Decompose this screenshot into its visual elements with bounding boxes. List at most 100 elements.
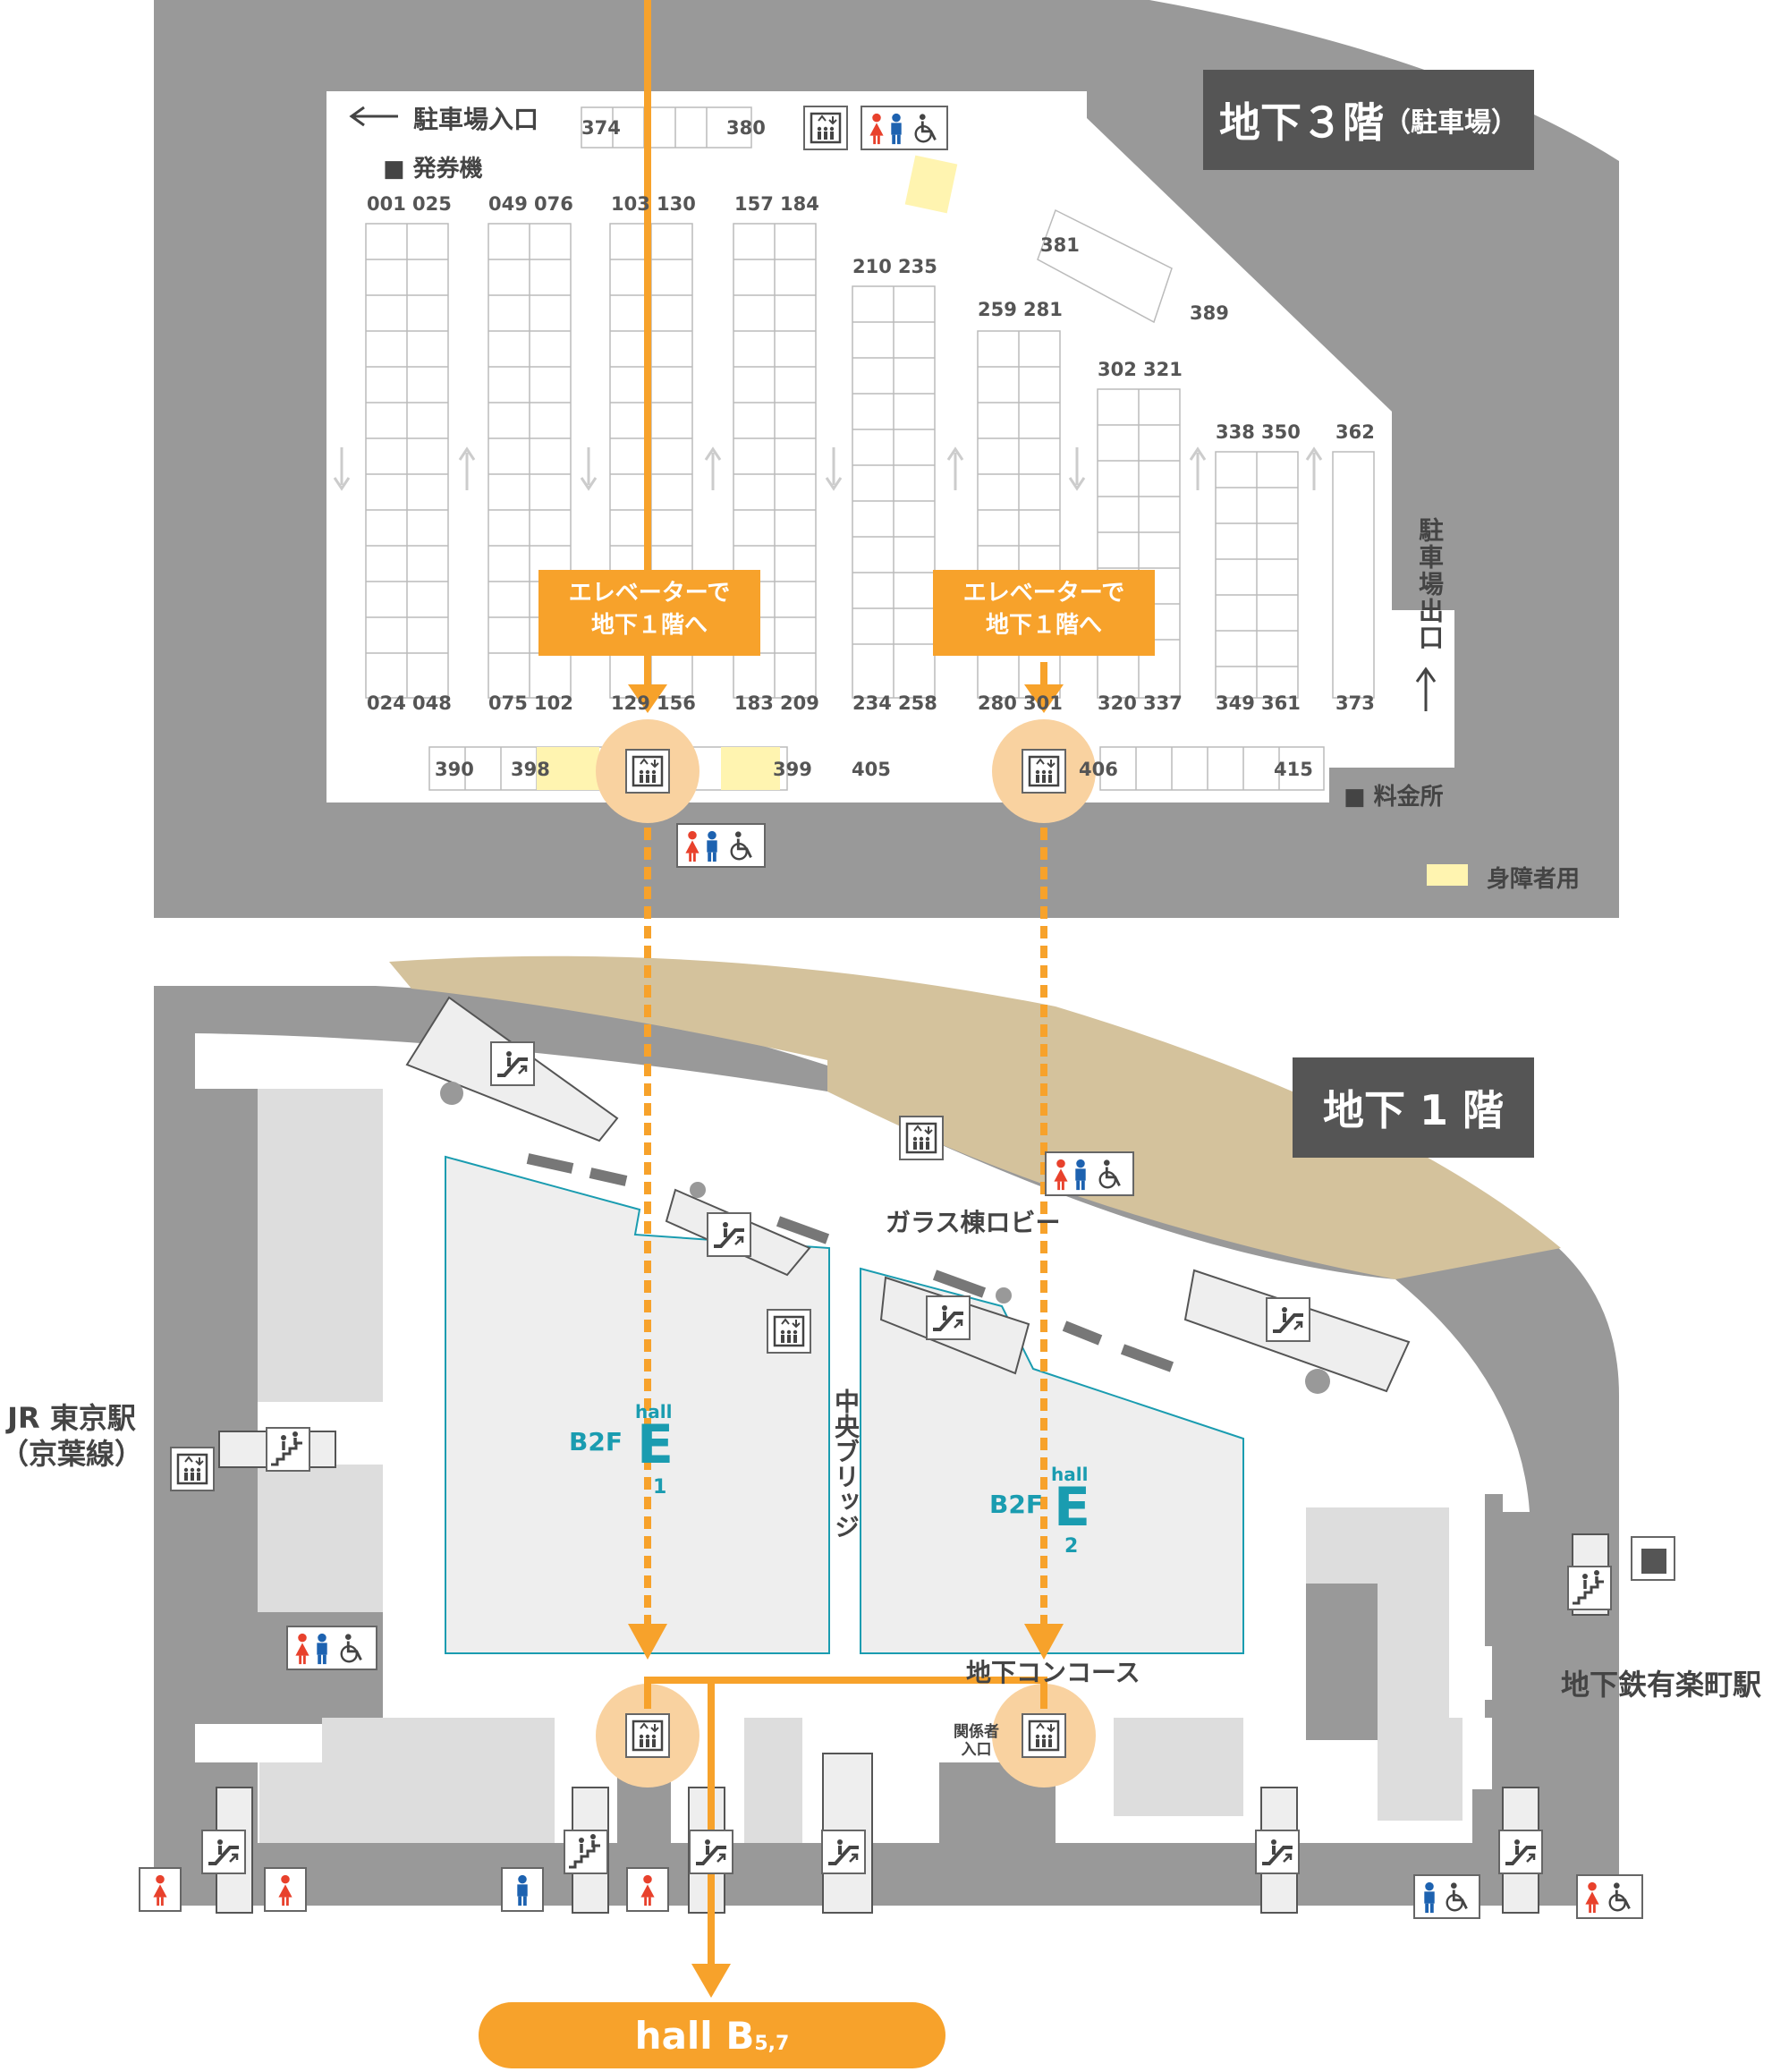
b1-left-wall: [195, 1089, 258, 1724]
elevator-icon[interactable]: [625, 749, 670, 794]
wheelchair-icon: [911, 112, 945, 146]
stall-number: 235: [898, 256, 937, 277]
stall-number: 374: [581, 117, 621, 139]
floor-b1-title: 地下 1 階: [1322, 1086, 1505, 1134]
stall-number: 349: [1216, 692, 1255, 714]
restroom-icon: [1413, 1874, 1480, 1919]
stall-number: 025: [412, 193, 452, 215]
restroom-icon: [501, 1867, 544, 1912]
restroom-icon: [286, 1626, 377, 1670]
stall-number: 281: [1023, 299, 1063, 320]
toll-booth-label: ■ 料金所: [1344, 784, 1444, 811]
elevator-icon[interactable]: [625, 1713, 670, 1758]
stall-number: 024: [367, 692, 406, 714]
pillar: [1305, 1369, 1330, 1394]
stall-number: 184: [780, 193, 819, 215]
stall-number: 259: [978, 299, 1017, 320]
accessible-stall: [721, 747, 780, 790]
jr-station-label[interactable]: JR 東京駅 （京葉線）: [0, 1401, 144, 1471]
concourse-block: [1114, 1718, 1243, 1816]
restroom-icon: [861, 106, 948, 150]
stall-number: 075: [488, 692, 528, 714]
stall-number: 209: [780, 692, 819, 714]
hall-e2: [860, 1267, 1244, 1654]
stall-number: 398: [511, 759, 550, 780]
b1-right-wall: [1485, 1700, 1574, 1718]
elevator-icon: [803, 106, 848, 150]
dash-barriers: [526, 1153, 1174, 1372]
stall-number: 183: [734, 692, 774, 714]
b1-left-block: [258, 1089, 383, 1402]
escalator-icon: [201, 1830, 246, 1874]
parking-entrance-label: 駐車場入口: [413, 105, 539, 134]
restroom-icon: [1045, 1151, 1134, 1196]
accessible-stall: [537, 747, 599, 790]
route-dotted: [644, 828, 1047, 1624]
pillar: [440, 1082, 463, 1105]
wheelchair-icon: [1631, 1536, 1675, 1581]
stall-number: 350: [1261, 421, 1301, 443]
restroom-icon: [626, 1867, 669, 1912]
stall-number: 129: [611, 692, 650, 714]
stall-number: 076: [534, 193, 573, 215]
stall-number: 380: [726, 117, 766, 139]
destination-name: hall B: [634, 2013, 755, 2058]
escalator-icon: [689, 1830, 733, 1874]
stall-number: 302: [1098, 359, 1137, 380]
guide-elevator-1: エレベーターで 地下１階へ: [538, 570, 760, 656]
pillar: [690, 1182, 706, 1198]
stall-number: 373: [1335, 692, 1375, 714]
ticket-machine-label: ■ 発券機: [383, 156, 483, 183]
parking-exit-label: 駐車場出口: [1415, 517, 1445, 651]
escalator-icon: [821, 1830, 866, 1874]
elevator-icon[interactable]: [1022, 749, 1066, 794]
stall-number: 361: [1261, 692, 1301, 714]
accessible-legend-label: 身障者用: [1487, 866, 1581, 893]
b1-right-building: [1306, 1584, 1378, 1740]
escalator-icon: [1498, 1830, 1543, 1874]
stall-number: 156: [657, 692, 696, 714]
restroom-icon: [1576, 1874, 1643, 1919]
stall-number: 399: [773, 759, 812, 780]
glass-lobby-label: ガラス棟ロビー: [886, 1208, 1061, 1237]
escalator-icon: [926, 1295, 971, 1340]
elevator-icon[interactable]: [1022, 1713, 1066, 1758]
route-arrow-heads: [628, 684, 1064, 1998]
wheelchair-icon: [1442, 1881, 1476, 1915]
glass-lobby: [389, 955, 1561, 1279]
accessible-stall: [904, 155, 958, 214]
stall-number: 337: [1143, 692, 1183, 714]
floor-b3-subtitle: （駐車場）: [1384, 107, 1518, 139]
stall-number: 048: [412, 692, 452, 714]
stall-number: 320: [1098, 692, 1137, 714]
stall-number: 001: [367, 193, 406, 215]
concourse-block: [1378, 1718, 1463, 1821]
floor-b1-badge: 地下 1 階: [1293, 1057, 1534, 1158]
escalator-icon: [490, 1041, 535, 1086]
stall-number: 362: [1335, 421, 1375, 443]
exit-arrow: [1415, 667, 1437, 711]
stall-number: 390: [435, 759, 474, 780]
stall-number: 406: [1079, 759, 1118, 780]
stall-number: 102: [534, 692, 573, 714]
stall-number: 405: [852, 759, 891, 780]
b1-right-wall: [1485, 1494, 1503, 1646]
guide-elevator-2: エレベーターで 地下１階へ: [933, 570, 1155, 656]
stall-number: 338: [1216, 421, 1255, 443]
elevator-icon: [767, 1309, 811, 1354]
destination-hall-b-button[interactable]: hall B 5,7: [479, 2002, 945, 2068]
stall-number: 258: [898, 692, 937, 714]
stall-number: 280: [978, 692, 1017, 714]
escalator-icon: [1266, 1297, 1310, 1342]
central-bridge-label: 中央ブリッジ: [831, 1388, 861, 1539]
hall-e1: [445, 1155, 830, 1654]
b1-left-block: [258, 1465, 383, 1612]
wheelchair-icon: [336, 1632, 370, 1666]
yurakucho-station-label[interactable]: 地下鉄有楽町駅: [1561, 1668, 1762, 1702]
destination-sub: 5,7: [754, 2032, 790, 2055]
escalator-icon: [1255, 1830, 1300, 1874]
stall-number: 210: [852, 256, 892, 277]
stairs-icon: [564, 1830, 608, 1874]
